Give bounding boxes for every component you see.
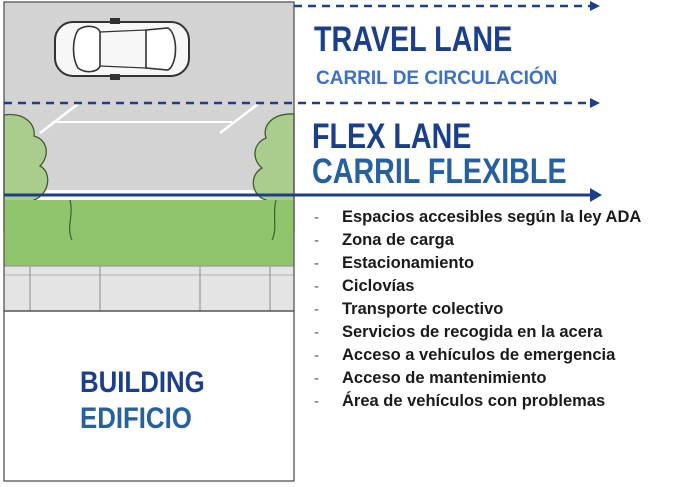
sidewalk bbox=[4, 266, 294, 311]
bullet: - bbox=[314, 278, 319, 295]
building-block bbox=[3, 310, 295, 482]
flex-lane-subtitle: CARRIL FLEXIBLE bbox=[312, 152, 567, 191]
list-item: - Espacios accesibles según la ley ADA bbox=[300, 206, 682, 229]
lane-divider-line bbox=[4, 98, 600, 108]
travel-lane-top-line bbox=[294, 1, 600, 11]
arrow-right-icon bbox=[590, 188, 602, 202]
building-label: BUILDING bbox=[80, 366, 205, 399]
list-item: - Servicios de recogida en la acera bbox=[300, 321, 693, 344]
list-item-label: Espacios accesibles según la ley ADA bbox=[342, 208, 642, 226]
list-item-label: Transporte colectivo bbox=[342, 300, 504, 318]
curb-line bbox=[4, 188, 602, 202]
planting-strip bbox=[4, 200, 294, 266]
bullet: - bbox=[314, 301, 319, 318]
list-item-label: Zona de carga bbox=[342, 231, 454, 249]
list-item-label: Acceso de mantenimiento bbox=[342, 369, 547, 387]
list-item: - Zona de carga bbox=[300, 229, 693, 252]
list-item-label: Servicios de recogida en la acera bbox=[342, 323, 603, 341]
car-icon bbox=[54, 18, 190, 80]
list-item-label: Área de vehículos con problemas bbox=[342, 392, 606, 410]
list-item-label: Ciclovías bbox=[342, 277, 415, 295]
bullet: - bbox=[314, 370, 319, 387]
flex-lane-title: FLEX LANE bbox=[312, 117, 472, 156]
bullet: - bbox=[314, 324, 319, 341]
travel-lane-subtitle: CARRIL DE CIRCULACIÓN bbox=[316, 68, 558, 89]
list-item: - Ciclovías bbox=[300, 275, 693, 298]
flex-lane-uses-list: - Espacios accesibles según la ley ADA - Z… bbox=[300, 206, 693, 413]
bullet: - bbox=[314, 209, 319, 226]
list-item-label: Estacionamiento bbox=[342, 254, 475, 272]
bullet: - bbox=[314, 255, 319, 272]
sidewalk-joints bbox=[4, 265, 294, 311]
arrow-right-icon bbox=[590, 1, 600, 11]
list-item: - Acceso de mantenimiento bbox=[300, 367, 693, 390]
bullet: - bbox=[314, 232, 319, 249]
travel-lane-title: TRAVEL LANE bbox=[314, 20, 513, 59]
bullet: - bbox=[314, 347, 319, 364]
bullet: - bbox=[314, 393, 319, 410]
list-item-label: Acceso a vehículos de emergencia bbox=[342, 346, 616, 364]
list-item: - Acceso a vehículos de emergencia bbox=[300, 344, 693, 367]
arrow-right-icon bbox=[590, 98, 600, 108]
list-item: - Área de vehículos con problemas bbox=[300, 390, 693, 413]
list-item: - Estacionamiento bbox=[300, 252, 693, 275]
building-label-es: EDIFICIO bbox=[80, 402, 192, 435]
list-item: - Transporte colectivo bbox=[300, 298, 693, 321]
parking-stripes bbox=[39, 103, 259, 134]
